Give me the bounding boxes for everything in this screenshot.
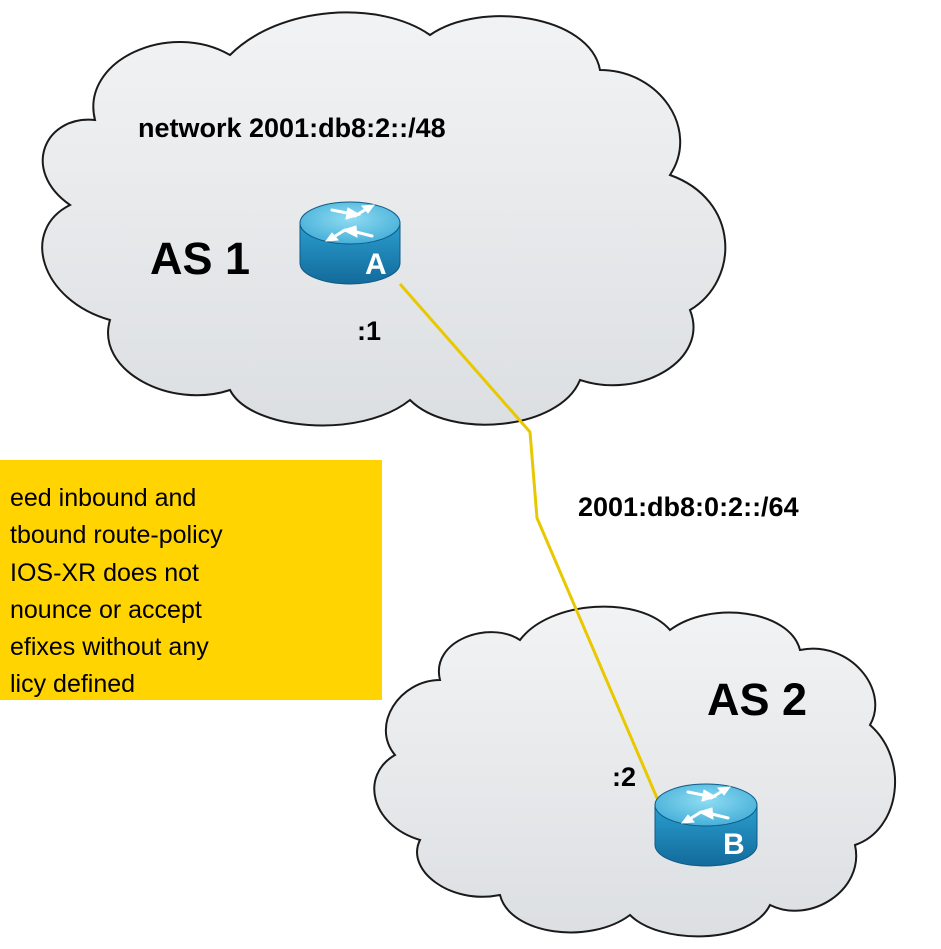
note-line: nounce or accept — [10, 596, 202, 624]
as1-network-label: network 2001:db8:2::/48 — [138, 113, 446, 143]
note-line: IOS-XR does not — [10, 559, 199, 587]
router-a-label: A — [365, 248, 387, 281]
note-line: licy defined — [10, 670, 136, 698]
as2-interface-label: :2 — [612, 762, 637, 792]
router-b-label: B — [723, 828, 745, 861]
note-box: eed inbound and tbound route-policy IOS-… — [0, 460, 382, 700]
as2-label: AS 2 — [707, 674, 808, 725]
note-line: efixes without any — [10, 633, 209, 661]
note-line: tbound route-policy — [10, 521, 223, 549]
link-subnet-label: 2001:db8:0:2::/64 — [578, 492, 799, 522]
as1-interface-label: :1 — [357, 316, 382, 346]
serial-link — [398, 283, 662, 806]
router-b-icon — [654, 783, 758, 867]
note-line: eed inbound and — [10, 484, 197, 512]
router-a-icon — [299, 201, 401, 285]
as2-cloud — [373, 605, 897, 938]
as1-label: AS 1 — [150, 233, 251, 284]
